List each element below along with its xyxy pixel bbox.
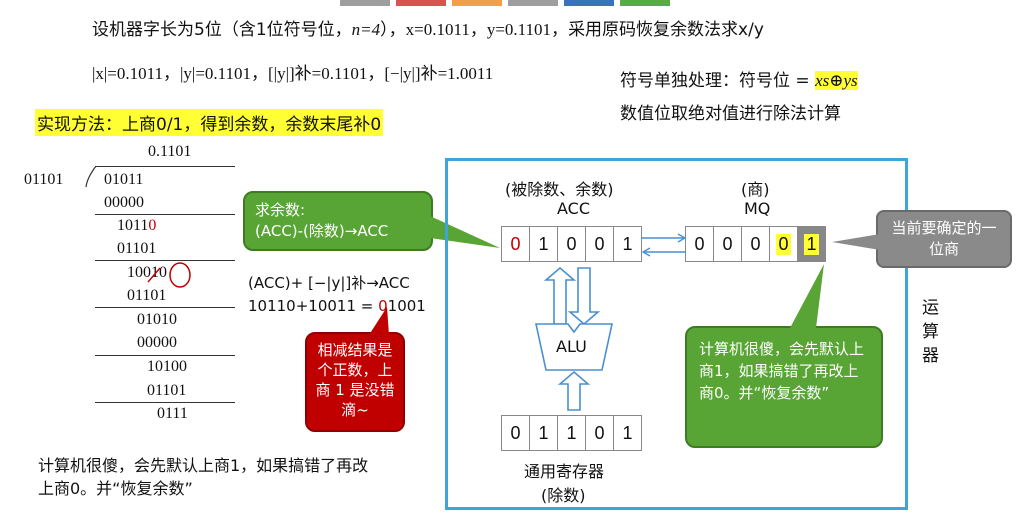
acc-label-desc: (被除数、余数) — [505, 180, 614, 199]
problem-statement: 设机器字长为5位（含1位符号位，n=4），x=0.1011，y=0.1101，采… — [92, 20, 764, 40]
remainder-callout: 求余数: (ACC)-(除数)→ACC — [243, 191, 433, 251]
callout-pointer — [832, 234, 880, 250]
top-color-strip — [340, 0, 670, 6]
absolute-values-line: |x|=0.1011，|y|=0.1101，[|y|]补=0.1101，[−|y… — [92, 64, 494, 83]
arithmetic-unit-frame — [445, 158, 908, 510]
row-rem-3: 01010 — [137, 311, 177, 328]
sign-note-line2: 数值位取绝对值进行除法计算 — [620, 104, 841, 124]
positive-result-callout: 相减结果是个正数，上商 1 是没错滴~ — [305, 332, 405, 432]
row-sub-2: 01101 — [117, 240, 157, 257]
row-sub-1: 00000 — [104, 194, 144, 211]
acc-alu-arrows — [543, 266, 601, 326]
rule — [95, 214, 235, 215]
row-rem-1: 10110 — [117, 217, 157, 234]
method-note: 实现方法：上商0/1，得到余数，余数末尾补0 — [35, 109, 384, 136]
acc-sum: 10110+10011 = 01001 — [248, 297, 426, 315]
mq-bit: 0 — [685, 226, 714, 262]
row-sub-4: 00000 — [137, 334, 177, 351]
acc-formula: (ACC)+ [−|y|]补→ACC — [248, 274, 410, 292]
dividend: 01011 — [104, 171, 144, 188]
current-quotient-callout: 当前要确定的一位商 — [876, 210, 1012, 268]
callout-pointer — [369, 307, 389, 335]
gpr-bit: 0 — [501, 415, 530, 451]
row-rem-2: 10010 — [127, 264, 167, 281]
gpr-alu-arrow — [557, 370, 591, 411]
unit-label: 运算器 — [922, 298, 939, 366]
mq-bit: 0 — [769, 226, 798, 262]
handwritten-marks — [147, 262, 191, 288]
gpr-bit: 1 — [529, 415, 558, 451]
row-sub-3: 01101 — [127, 287, 167, 304]
acc-bit: 1 — [529, 226, 558, 262]
row-sub-5: 01101 — [147, 382, 187, 399]
mq-label: MQ — [744, 199, 771, 218]
default-quotient-callout: 计算机很傻，会先默认上商1，如果搞错了再改上商0。并“恢复余数” — [685, 326, 883, 448]
rule — [95, 355, 235, 356]
sign-note-line1: 符号单独处理：符号位 = xs⊕ys — [620, 71, 858, 91]
rule — [95, 307, 235, 308]
gpr-label-desc: (除数) — [541, 486, 586, 505]
gpr-label: 通用寄存器 — [524, 462, 605, 481]
callout-pointer — [790, 264, 824, 328]
row-rem-5: 0111 — [157, 405, 188, 422]
mq-bit-current: 1 — [797, 226, 826, 262]
gpr-bit: 1 — [613, 415, 642, 451]
acc-register: 0 1 0 0 1 — [501, 226, 642, 262]
alu-shape — [535, 323, 613, 371]
mq-bit: 0 — [741, 226, 770, 262]
mq-bit: 0 — [713, 226, 742, 262]
mq-register: 0 0 0 0 1 — [685, 226, 826, 262]
acc-label: ACC — [557, 199, 591, 218]
rule — [95, 402, 235, 403]
acc-bit: 0 — [557, 226, 586, 262]
mq-label-desc: (商) — [741, 180, 770, 199]
division-bar — [95, 166, 235, 167]
alu-label: ALU — [556, 337, 587, 356]
acc-bit: 0 — [501, 226, 530, 262]
acc-bit: 1 — [613, 226, 642, 262]
gpr-bit: 1 — [557, 415, 586, 451]
row-rem-4: 10100 — [147, 358, 187, 375]
acc-mq-shift-arrows — [641, 233, 687, 257]
rule — [95, 260, 235, 261]
acc-bit: 0 — [585, 226, 614, 262]
general-register: 0 1 1 0 1 — [501, 415, 642, 451]
bottom-note: 计算机很傻，会先默认上商1，如果搞错了再改上商0。并“恢复余数” — [38, 456, 369, 498]
gpr-bit: 0 — [585, 415, 614, 451]
division-bracket — [85, 166, 97, 188]
quotient: 0.1101 — [148, 143, 192, 160]
divisor: 01101 — [24, 171, 64, 188]
